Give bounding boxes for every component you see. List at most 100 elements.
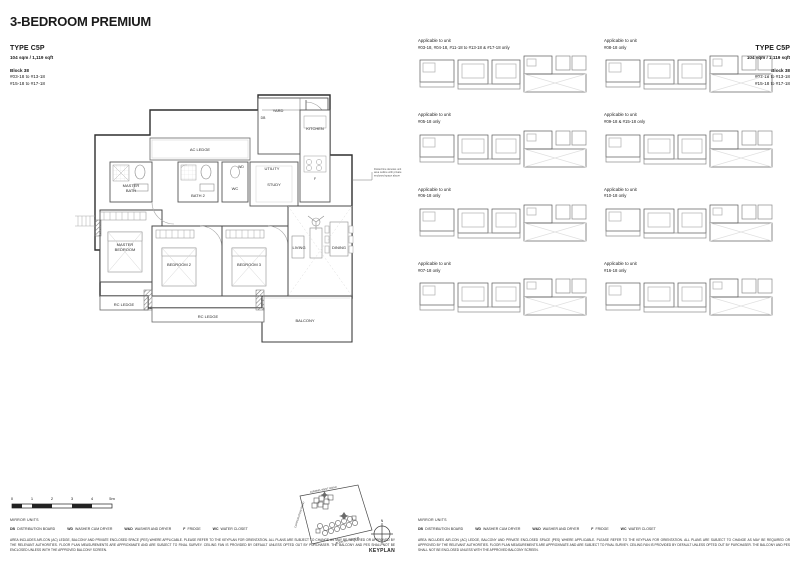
appliance-label-wd: WD	[238, 165, 244, 169]
keyplan-graphic: JURONG WEST ROAD CORPORATION ROAD BOON L…	[293, 484, 393, 545]
keyplan-title: KEYPLAN	[369, 548, 395, 554]
legend-abbr: WC	[620, 527, 627, 532]
scale-tick: 0	[10, 496, 14, 501]
legend-text: FRIDGE	[595, 527, 609, 532]
room-label-study: STUDY	[267, 182, 281, 187]
panel-divider	[405, 0, 406, 579]
page-title: 3-BEDROOM PREMIUM	[10, 14, 152, 29]
legend-abbr: DB	[10, 527, 16, 532]
caption-line-1: Applicable to unit	[604, 38, 637, 43]
type-area-left: 104 sqm / 1,119 sqft	[10, 55, 54, 61]
keyplan-road-label: BOON LAY AVENUE	[335, 536, 360, 545]
type-units-1-left: #03-18 to #13-18	[10, 74, 45, 80]
keyplan-cell-caption: Applicable to unit #16-18 only	[604, 261, 776, 274]
room-label-kitchen: KITCHEN	[306, 126, 324, 131]
keyplan-variant-grid: Applicable to unit #03-18, #04-18, #11-1…	[418, 38, 790, 335]
caption-line-2: #08-18 only	[604, 44, 627, 50]
type-name-right: TYPE C5P	[755, 45, 790, 52]
caption-line-1: Applicable to unit	[604, 112, 637, 118]
caption-line-2: #06-18 only	[418, 193, 441, 199]
type-block-left: Block 38	[10, 67, 29, 73]
legend-text: DISTRIBUTION BOARD	[425, 527, 464, 532]
type-info-left: TYPE C5P 104 sqm / 1,119 sqft Block 38 #…	[10, 44, 53, 88]
scale-tick: 2	[50, 496, 54, 501]
keyplan-cell-caption: Applicable to unit #06-18 only	[418, 187, 590, 200]
mini-floor-plan	[605, 278, 773, 316]
north-label: N	[381, 519, 384, 523]
room-label-utility: UTILITY	[265, 166, 280, 171]
legend-text: DISTRIBUTION BOARD	[17, 527, 56, 532]
room-label-rc-ledge-mid: RC LEDGE	[198, 314, 219, 319]
keyplan-row: Applicable to unit #06-18 only	[418, 187, 790, 250]
mini-floor-plan	[419, 204, 587, 242]
caption-line-2: #10-18 only	[604, 193, 627, 199]
room-label-balcony: BALCONY	[295, 318, 314, 323]
caption-line-2: #03-18, #04-18, #11-18 to #13-18 & #17-1…	[418, 44, 510, 50]
keyplan-cell: Applicable to unit #08-18 only	[604, 38, 776, 101]
keyplan-row: Applicable to unit #05-18 only	[418, 112, 790, 175]
room-label-bedroom3: BEDROOM 3	[237, 262, 262, 267]
room-label-rc-ledge-left: RC LEDGE	[114, 302, 135, 307]
scale-tick: 4	[90, 496, 94, 501]
mirror-units-note: MIRROR UNITS	[10, 518, 39, 522]
mini-floor-plan	[605, 204, 773, 242]
caption-line-1: Applicable to unit	[604, 186, 637, 192]
room-label-wc: WC	[232, 186, 239, 191]
keyplan-cell: Applicable to unit #09-18 & #15-18 only	[604, 112, 776, 175]
caption-line-1: Applicable to unit	[604, 260, 637, 266]
room-label-living: LIVING	[292, 245, 305, 250]
scale-tick-labels: 0 1 2 3 4 5m	[10, 496, 122, 503]
legend-text: FRIDGE	[187, 527, 201, 532]
scale-bar: 0 1 2 3 4 5m	[10, 496, 122, 511]
type-area-right: 104 sqm / 1,119 sqft	[746, 55, 790, 61]
keyplan-cell-caption: Applicable to unit #03-18, #04-18, #11-1…	[418, 38, 590, 51]
type-name-left: TYPE C5P	[10, 45, 45, 52]
keyplan-cell: Applicable to unit #07-18 only	[418, 261, 590, 324]
legend-abbr: W&D	[124, 527, 133, 532]
mirror-units-note: MIRROR UNITS	[418, 518, 447, 522]
appliance-label-db: DB	[261, 116, 266, 120]
caption-line-1: Applicable to unit	[418, 186, 451, 192]
caption-line-1: Applicable to unit	[418, 38, 451, 43]
caption-line-2: #07-18 only	[418, 267, 441, 273]
room-label-dining: DINING	[332, 245, 346, 250]
mini-floor-plan	[419, 278, 587, 316]
legend-abbr: F	[183, 527, 186, 532]
legend-text: WASHER CUM DRYER	[483, 527, 521, 532]
legend-text: WASHER AND DRYER	[134, 527, 172, 532]
keyplan-cell: Applicable to unit #03-18, #04-18, #11-1…	[418, 38, 590, 101]
legend-abbr: F	[591, 527, 594, 532]
legend-abbr: WD	[475, 527, 482, 532]
mini-floor-plan	[419, 130, 587, 167]
room-label-bedroom2: BEDROOM 2	[167, 262, 192, 267]
type-units-2-right: #15-18 to #17-18	[755, 81, 790, 87]
appliance-label-fridge: F	[314, 177, 316, 181]
legend-abbr: WD	[67, 527, 74, 532]
keyplan-cell: Applicable to unit #06-18 only	[418, 187, 590, 250]
disclaimer-text: AREA INCLUDES AIR-CON (AC) LEDGE, BALCON…	[418, 537, 790, 552]
keyplan-road-label: JURONG WEST ROAD	[309, 485, 337, 494]
caption-line-2: #05-18 only	[418, 118, 441, 124]
keyplan-cell-caption: Applicable to unit #07-18 only	[418, 261, 590, 274]
keyplan-cell-caption: Applicable to unit #09-18 & #15-18 only	[604, 112, 776, 125]
type-units-2-left: #15-18 to #17-18	[10, 81, 45, 87]
north-compass-icon	[371, 523, 393, 545]
keyplan-cell: Applicable to unit #05-18 only	[418, 112, 590, 175]
scale-tick: 1	[30, 496, 34, 501]
mini-floor-plan	[419, 55, 587, 93]
caption-line-1: Applicable to unit	[418, 260, 451, 266]
